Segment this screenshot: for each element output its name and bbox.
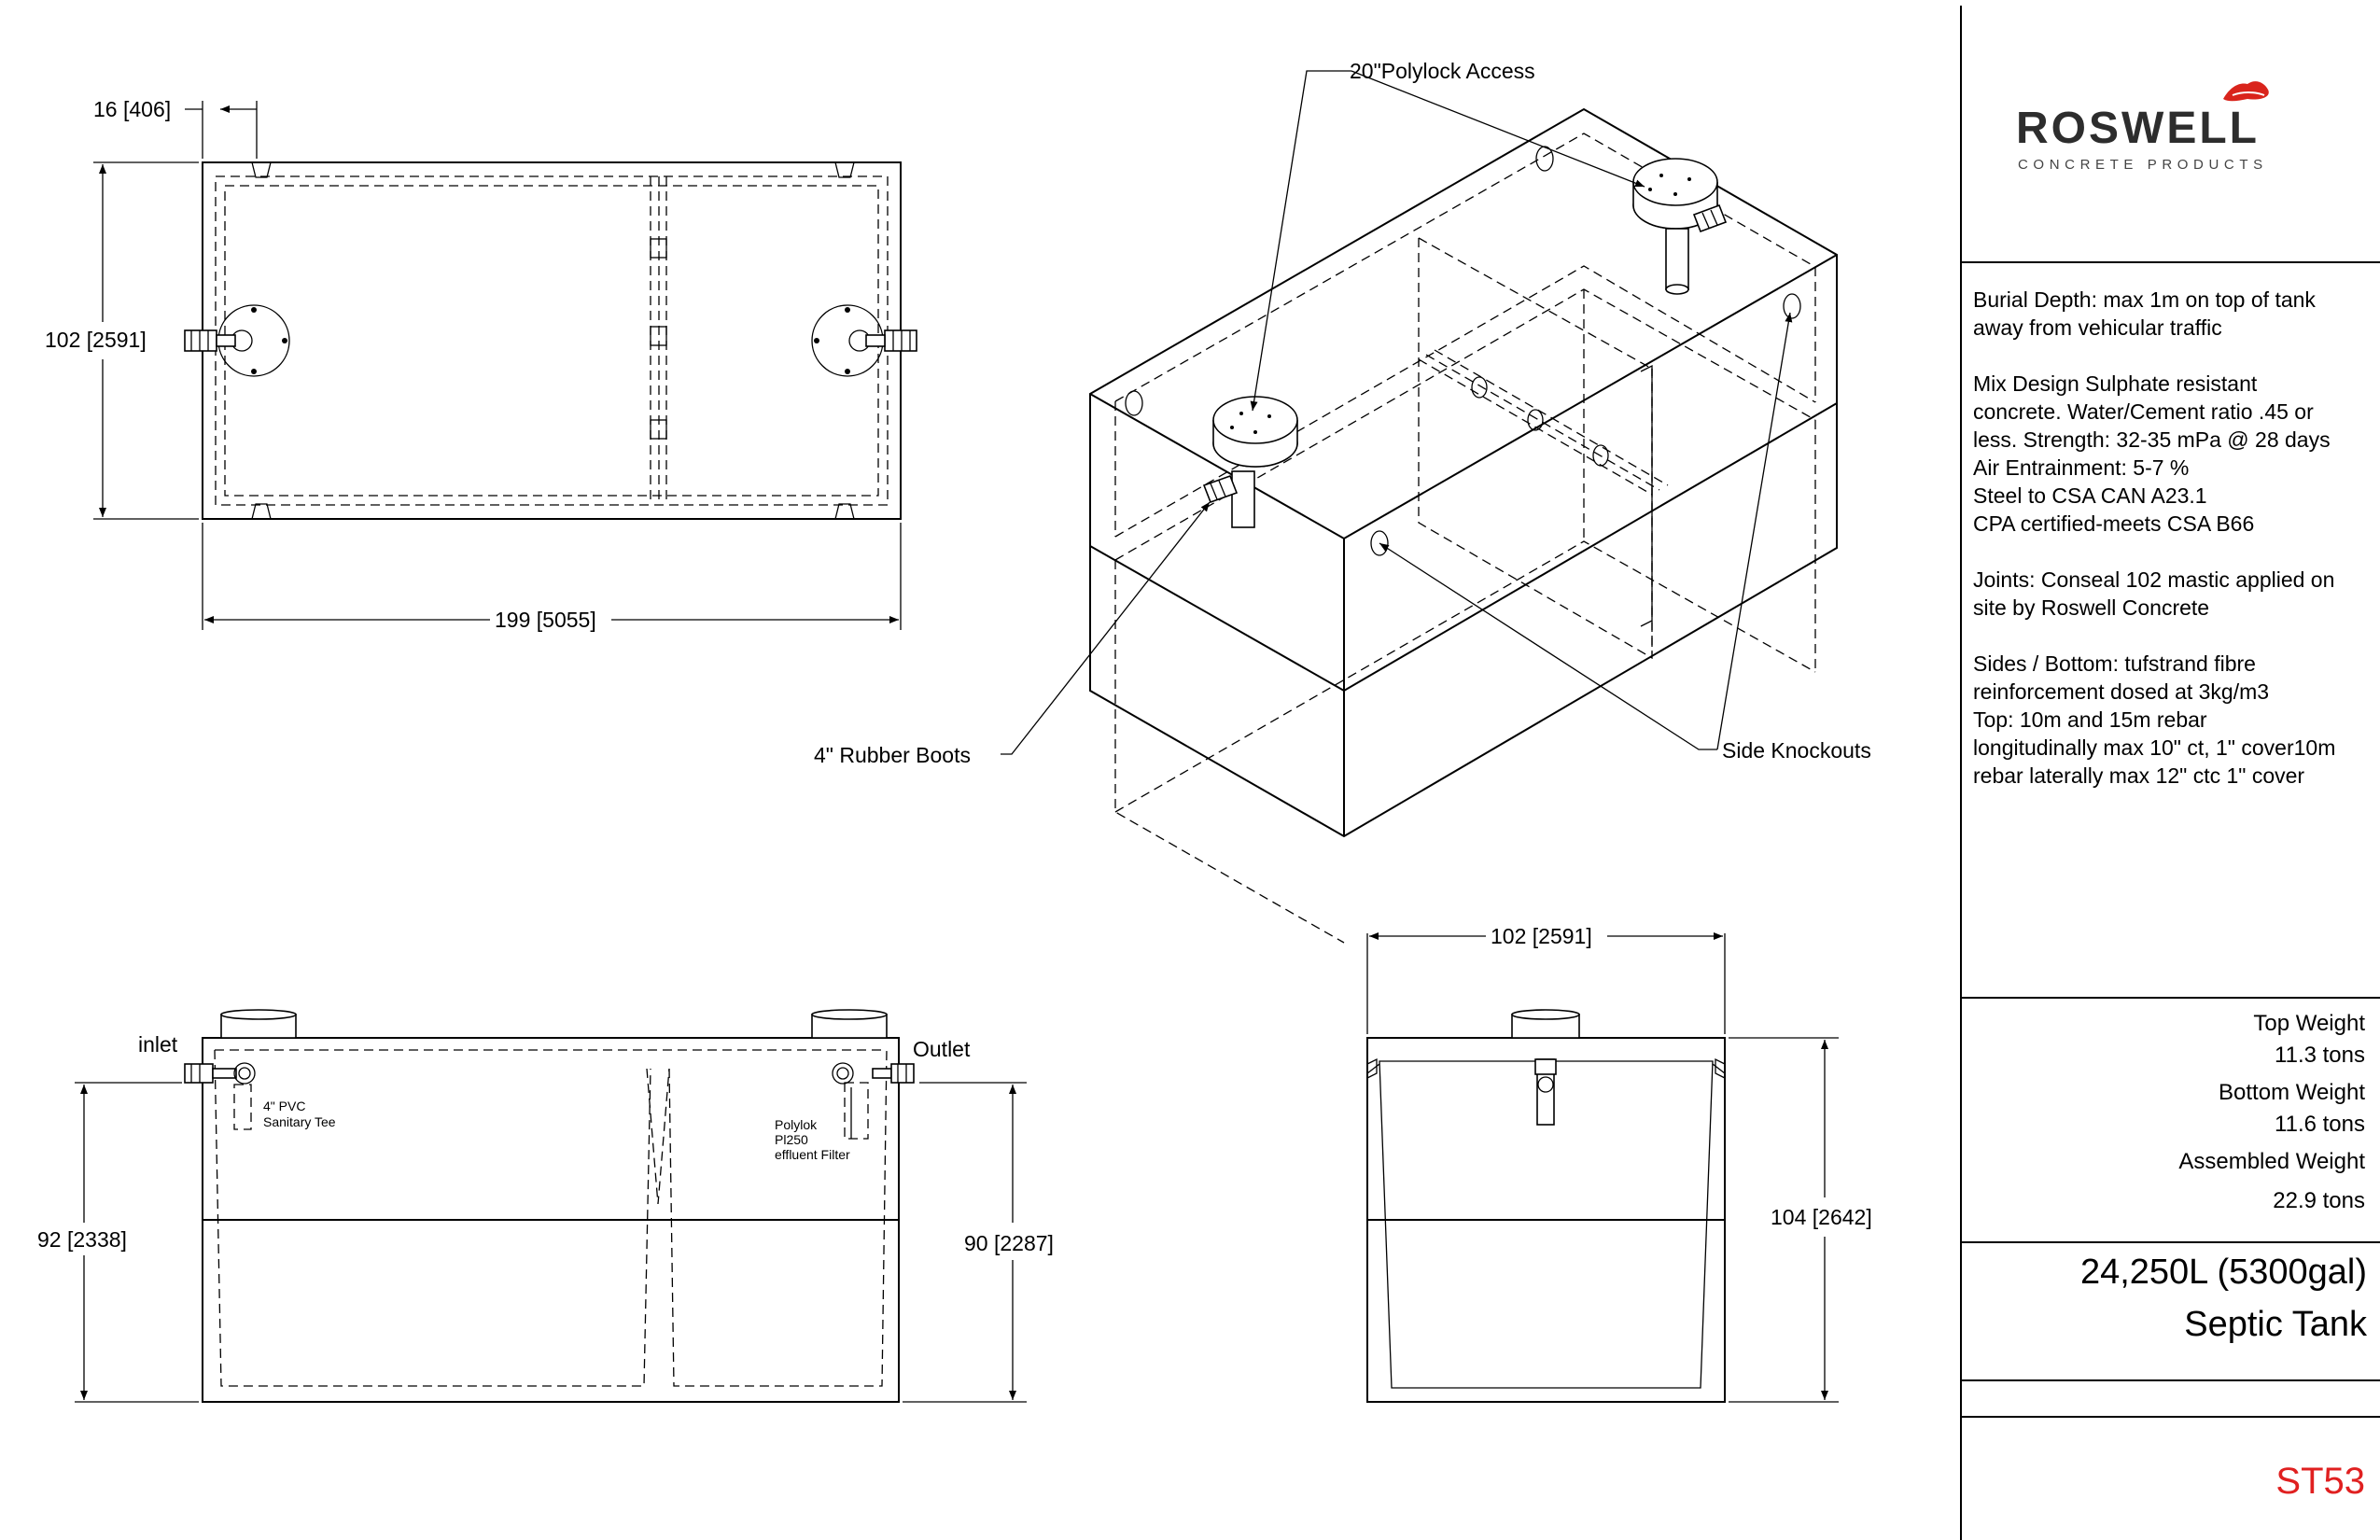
dim-end-width: 102 [2591] [1491,924,1592,948]
access-lid-right [811,304,917,377]
dim-tank-width: 102 [2591] [45,328,147,352]
construction-notes: Burial Depth: max 1m on top of tank away… [1973,286,2374,818]
dim-end-height: 104 [2642] [1771,1205,1872,1229]
divider [1962,1416,2380,1418]
divider [1962,261,2380,263]
label-filter-2: Pl250 [775,1132,808,1147]
capacity-block: 24,250L (5300gal) Septic Tank [2080,1246,2367,1351]
divider [1962,1241,2380,1243]
technical-drawing: 16 [406] 102 [2591] 199 [5055] [37,59,1872,1403]
label-sanitary-tee-1: 4" PVC [263,1099,305,1113]
capacity-value: 24,250L (5300gal) [2079,1253,2367,1292]
iso-access-riser-right [1632,158,1728,295]
top-view: 16 [406] 102 [2591] 199 [5055] [45,97,917,632]
roswell-logo: ROSWELL CONCRETE PRODUCTS [2007,73,2305,175]
weight-row-bottom: Bottom Weight 11.6 tons [2219,1080,2365,1137]
logo-subtitle: CONCRETE PRODUCTS [2018,157,2268,173]
end-view: 102 [2591] 104 [2642] [1366,924,1872,1403]
weights-table: Top Weight 11.3 tons Bottom Weight 11.6 … [1973,1008,2365,1215]
label-filter-1: Polylok [775,1117,818,1132]
label-inlet: inlet [138,1032,178,1057]
label-sanitary-tee-2: Sanitary Tee [263,1114,336,1129]
isometric-view: 20"Polylock Access 4" Rubber Boots Side … [814,59,1871,944]
dim-outlet-height: 90 [2287] [964,1231,1054,1255]
dim-tank-length: 199 [5055] [495,608,596,632]
iso-access-riser-left [1202,396,1298,528]
note-joints: Joints: Conseal 102 mastic applied on si… [1973,567,2335,620]
dim-inlet-height: 92 [2338] [37,1227,127,1252]
title-block-border [1960,6,1962,1540]
product-name: Septic Tank [2184,1305,2367,1344]
title-block: ROSWELL CONCRETE PRODUCTS Burial Depth: … [1960,0,2380,1540]
label-rubber-boots: 4" Rubber Boots [814,743,971,767]
note-burial-depth: Burial Depth: max 1m on top of tank away… [1973,287,2316,340]
weight-row-assembled: Assembled Weight 22.9 tons [2178,1149,2365,1213]
dim-wall-thickness: 16 [406] [93,97,171,121]
logo-hat-icon [2223,81,2269,102]
side-view: inlet Outlet 4" PVC Sanitary Tee Polylok… [37,1009,1054,1403]
label-side-knockouts: Side Knockouts [1722,738,1871,763]
label-polylock-access: 20"Polylock Access [1350,59,1535,83]
label-filter-3: effluent Filter [775,1147,850,1162]
label-outlet: Outlet [913,1037,971,1061]
divider [1962,1379,2380,1381]
divider [1962,997,2380,999]
access-lid-left [184,304,290,377]
logo-wordmark: ROSWELL [2016,104,2260,153]
note-reinforcement: Sides / Bottom: tufstrand fibre reinforc… [1973,651,2336,788]
weight-row-top: Top Weight 11.3 tons [2253,1011,2365,1068]
drawing-number: ST53 [2275,1461,2365,1502]
note-mix-design: Mix Design Sulphate resistant concrete. … [1973,371,2331,536]
